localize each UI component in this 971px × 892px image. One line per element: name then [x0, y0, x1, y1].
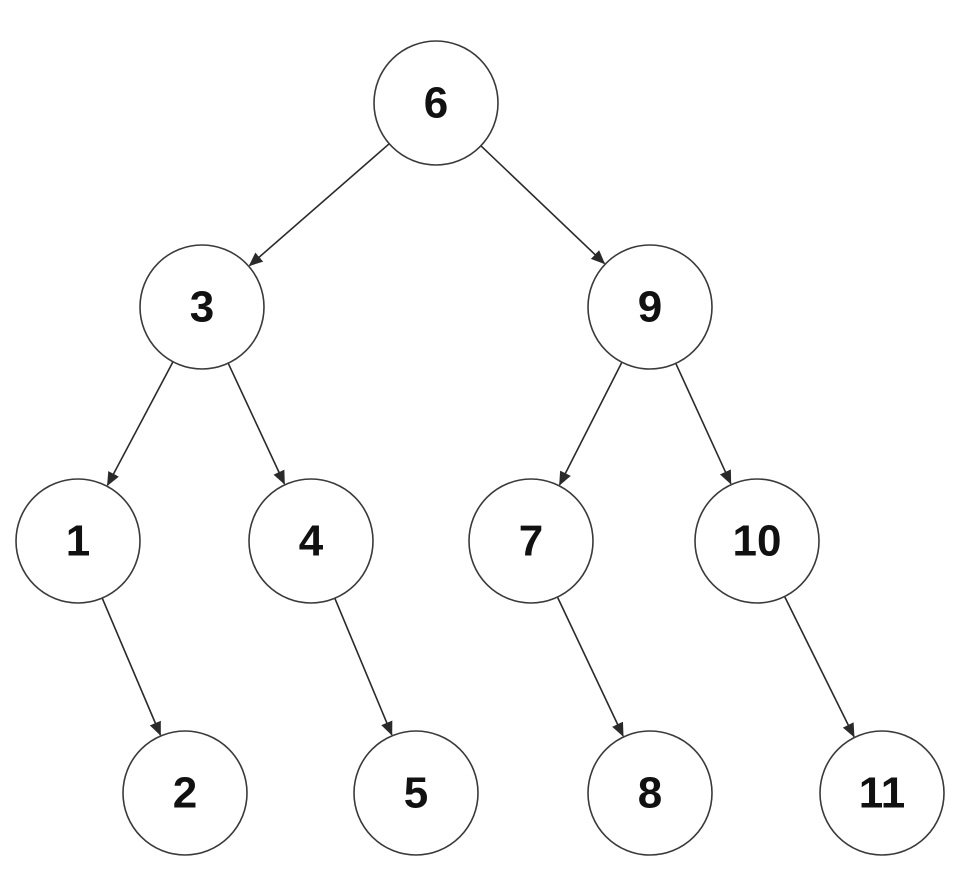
node-label: 8 — [638, 769, 662, 818]
tree-node-8: 8 — [587, 730, 713, 856]
tree-node-1: 1 — [15, 478, 141, 604]
node-label: 9 — [638, 283, 662, 332]
tree-node-2: 2 — [122, 730, 248, 856]
tree-node-6: 6 — [373, 40, 499, 166]
node-label: 4 — [299, 517, 324, 566]
node-circle — [468, 478, 594, 604]
node-label: 2 — [173, 769, 197, 818]
edge-arrow-4-to-5 — [334, 597, 393, 736]
edge-arrow-3-to-4 — [227, 362, 286, 485]
edge-arrow-1-to-2 — [101, 597, 162, 736]
tree-node-9: 9 — [587, 244, 713, 370]
node-circle — [353, 730, 479, 856]
tree-node-10: 10 — [694, 478, 820, 604]
node-circle — [587, 244, 713, 370]
edge-arrow-6-to-9 — [480, 145, 606, 265]
edge-arrow-10-to-11 — [783, 596, 855, 738]
node-circle — [819, 730, 945, 856]
tree-node-5: 5 — [353, 730, 479, 856]
node-label: 5 — [404, 769, 428, 818]
node-circle — [15, 478, 141, 604]
node-label: 11 — [859, 769, 906, 818]
edges-layer — [101, 143, 855, 738]
node-circle — [694, 478, 820, 604]
tree-node-4: 4 — [248, 478, 374, 604]
tree-node-11: 11 — [819, 730, 945, 856]
node-circle — [139, 244, 265, 370]
node-circle — [587, 730, 713, 856]
nodes-layer: 6 3 9 1 4 7 10 2 5 8 11 — [15, 40, 945, 856]
edge-arrow-3-to-1 — [106, 361, 174, 487]
edge-arrow-6-to-3 — [248, 143, 390, 267]
node-label: 10 — [733, 517, 782, 566]
node-label: 3 — [190, 283, 214, 332]
tree-node-3: 3 — [139, 244, 265, 370]
node-label: 1 — [66, 517, 90, 566]
node-label: 6 — [424, 79, 448, 128]
edge-arrow-9-to-7 — [558, 361, 623, 486]
node-circle — [248, 478, 374, 604]
node-circle — [122, 730, 248, 856]
tree-node-7: 7 — [468, 478, 594, 604]
edge-arrow-9-to-10 — [675, 363, 732, 485]
node-circle — [373, 40, 499, 166]
edge-arrow-7-to-8 — [556, 596, 624, 737]
node-label: 7 — [519, 517, 543, 566]
